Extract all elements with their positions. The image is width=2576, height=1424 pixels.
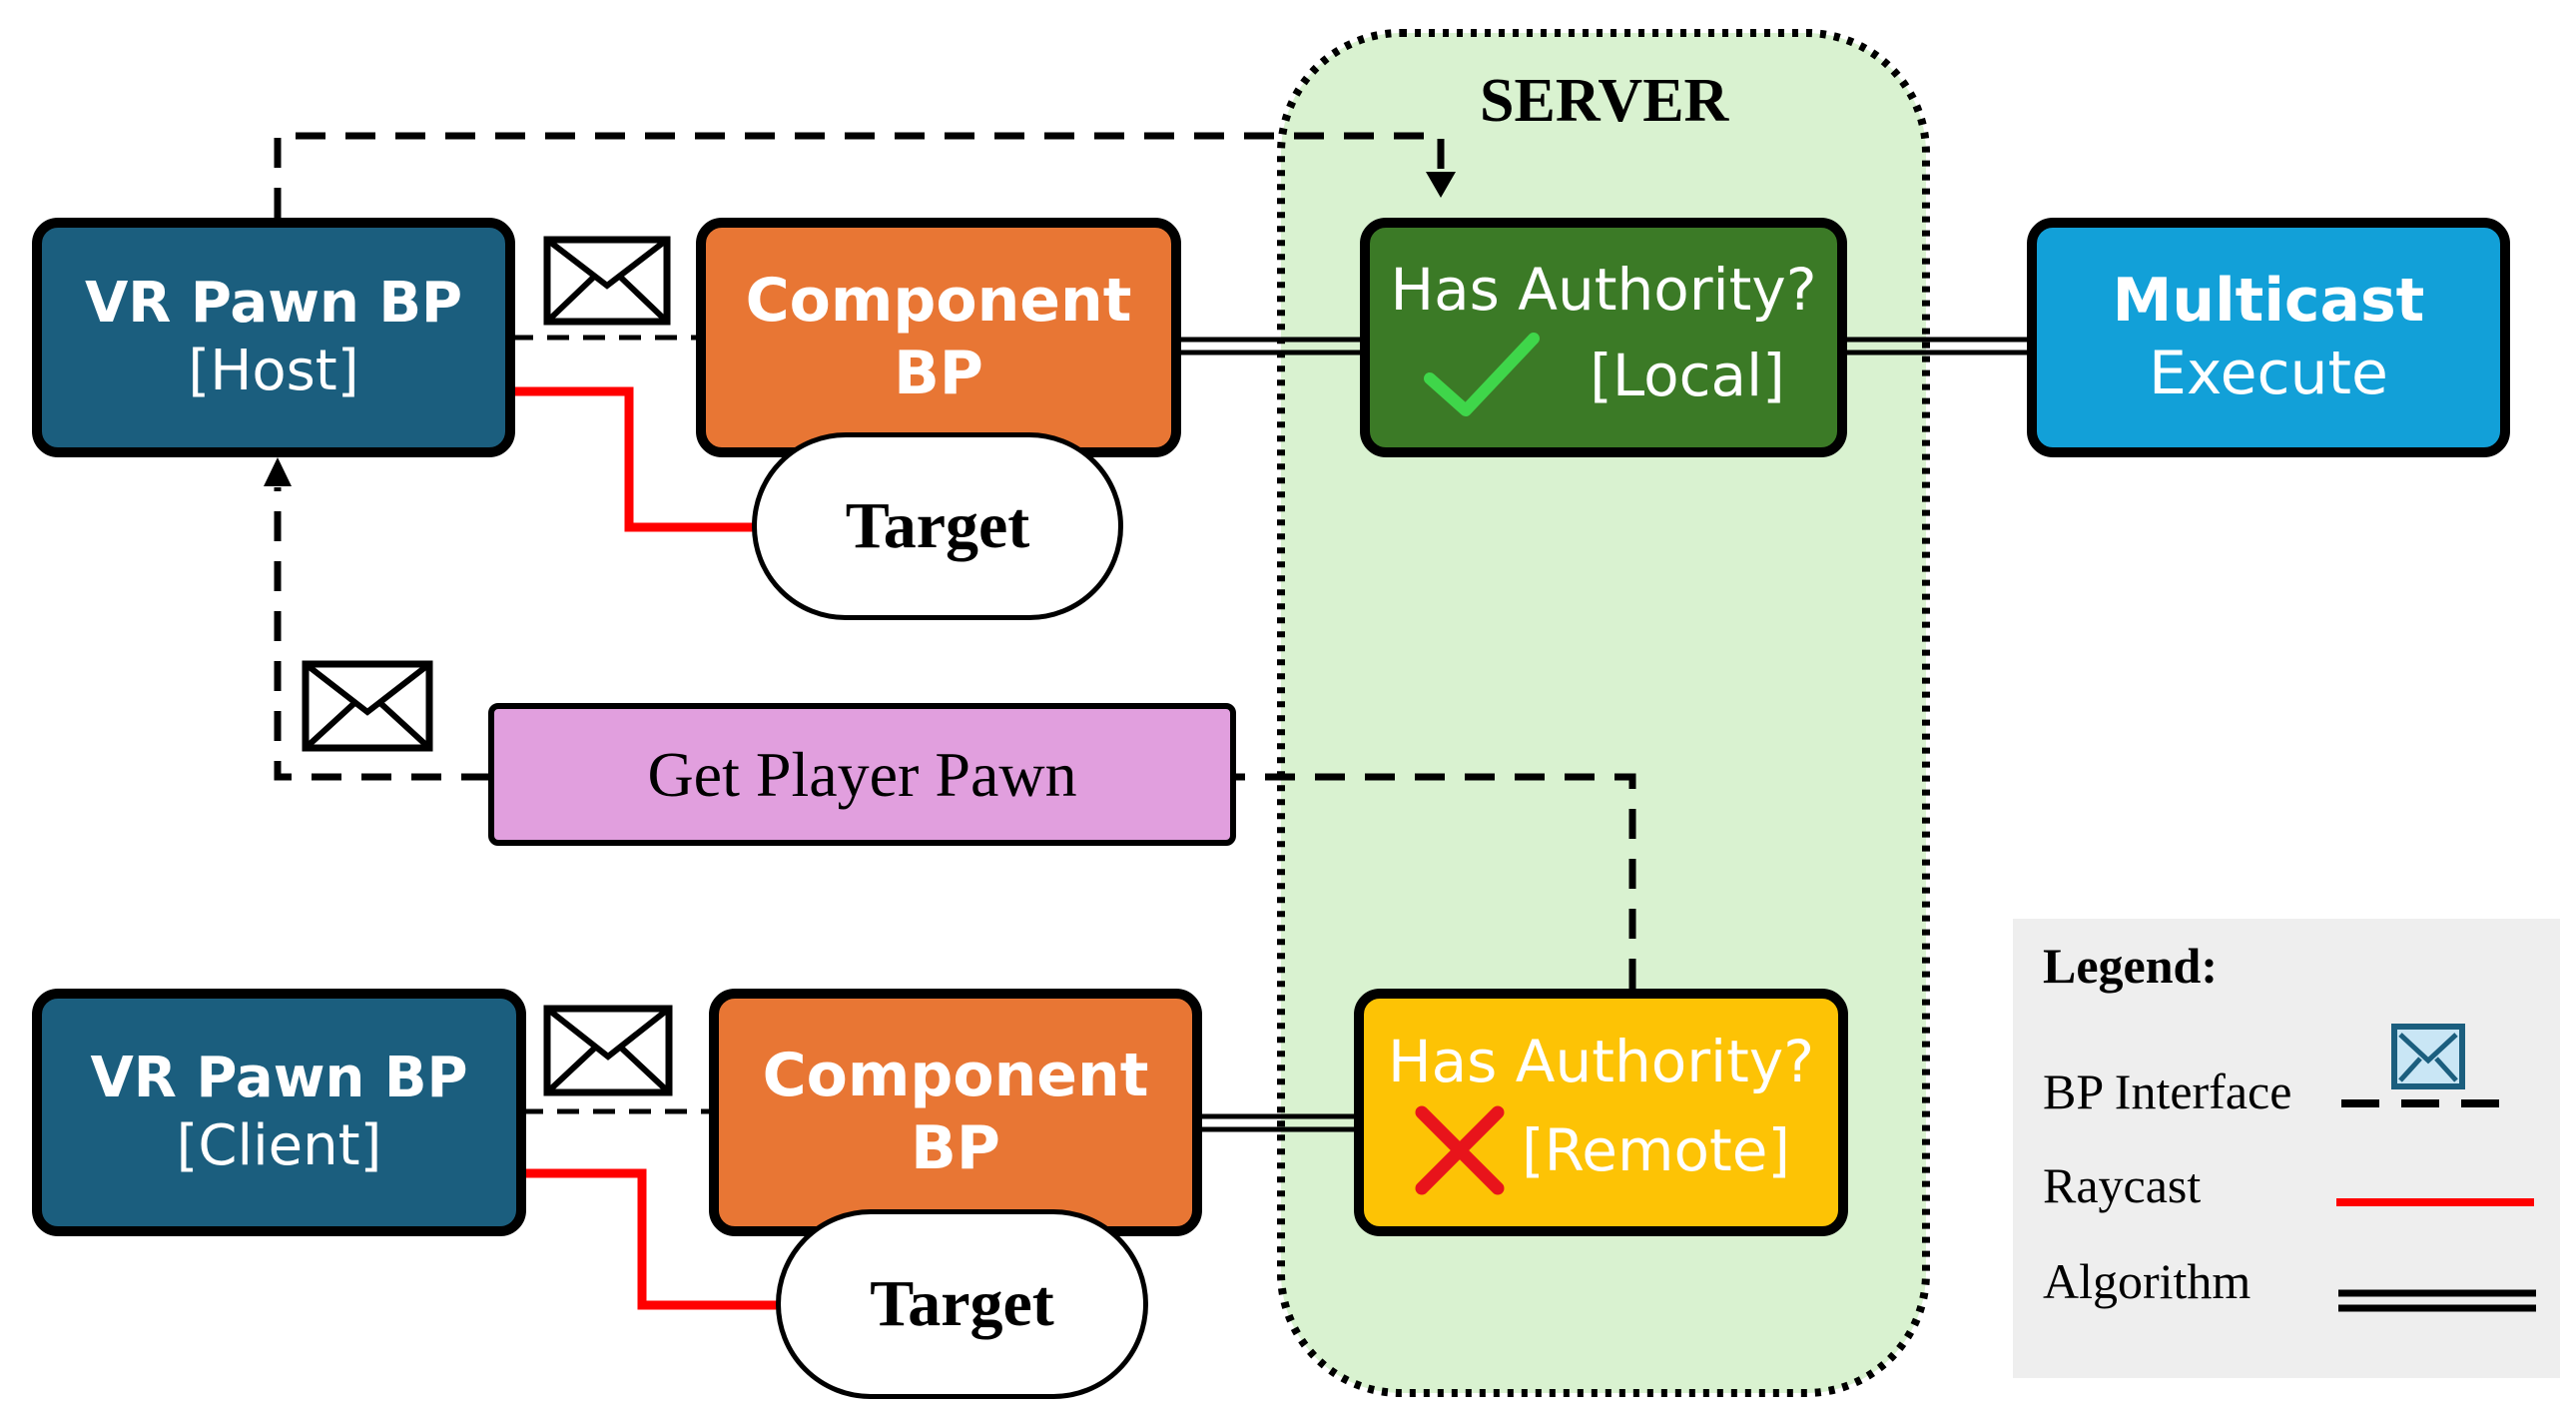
legend-title: Legend:	[2043, 938, 2218, 994]
authority-remote-status: [Remote]	[1521, 1116, 1791, 1184]
envelope-icon	[302, 660, 433, 752]
cross-icon	[1415, 1105, 1505, 1195]
host-component-title: Component	[745, 265, 1132, 336]
client-component-subtitle: BP	[911, 1113, 1000, 1183]
client-pawn-role: [Client]	[176, 1113, 382, 1178]
arrowhead-to-authority	[1426, 172, 1456, 198]
host-component-subtitle: BP	[894, 339, 983, 408]
get-player-pawn-node: Get Player Pawn	[488, 703, 1236, 846]
multicast-subtitle: Execute	[2149, 339, 2388, 408]
legend-item-interface: BP Interface	[2043, 1064, 2292, 1119]
authority-remote-node: Has Authority? [Remote]	[1354, 989, 1848, 1236]
interface-link-getpawn-to-host	[274, 487, 491, 781]
client-pawn-node: VR Pawn BP [Client]	[32, 989, 526, 1236]
authority-local-question: Has Authority?	[1390, 255, 1817, 324]
host-pawn-node: VR Pawn BP [Host]	[32, 218, 515, 457]
interface-link-remote-to-getpawn	[1234, 773, 1636, 989]
host-pawn-role: [Host]	[188, 339, 359, 403]
multicast-node: Multicast Execute	[2027, 218, 2510, 457]
client-pawn-title: VR Pawn BP	[90, 1045, 468, 1110]
host-target-node: Target	[752, 432, 1123, 620]
raycast-link-client	[521, 1168, 779, 1310]
raycast-link-host	[511, 386, 759, 532]
arrowhead-to-host	[264, 457, 292, 486]
authority-remote-question: Has Authority?	[1387, 1027, 1815, 1095]
envelope-icon	[543, 1005, 673, 1096]
check-icon	[1424, 333, 1541, 417]
host-component-node: Component BP	[696, 218, 1181, 457]
client-component-node: Component BP	[709, 989, 1202, 1236]
client-target-node: Target	[776, 1209, 1148, 1399]
legend-item-raycast: Raycast	[2043, 1157, 2202, 1213]
authority-local-node: Has Authority? [Local]	[1360, 218, 1847, 457]
host-pawn-title: VR Pawn BP	[84, 270, 463, 336]
interface-link-host-to-authority	[274, 132, 1445, 218]
legend-item-algorithm: Algorithm	[2043, 1253, 2252, 1309]
envelope-icon	[2391, 1024, 2465, 1089]
server-label: SERVER	[1480, 67, 1729, 135]
authority-local-status: [Local]	[1590, 342, 1785, 409]
client-component-title: Component	[762, 1040, 1149, 1110]
envelope-icon	[543, 236, 671, 326]
multicast-title: Multicast	[2112, 265, 2425, 336]
